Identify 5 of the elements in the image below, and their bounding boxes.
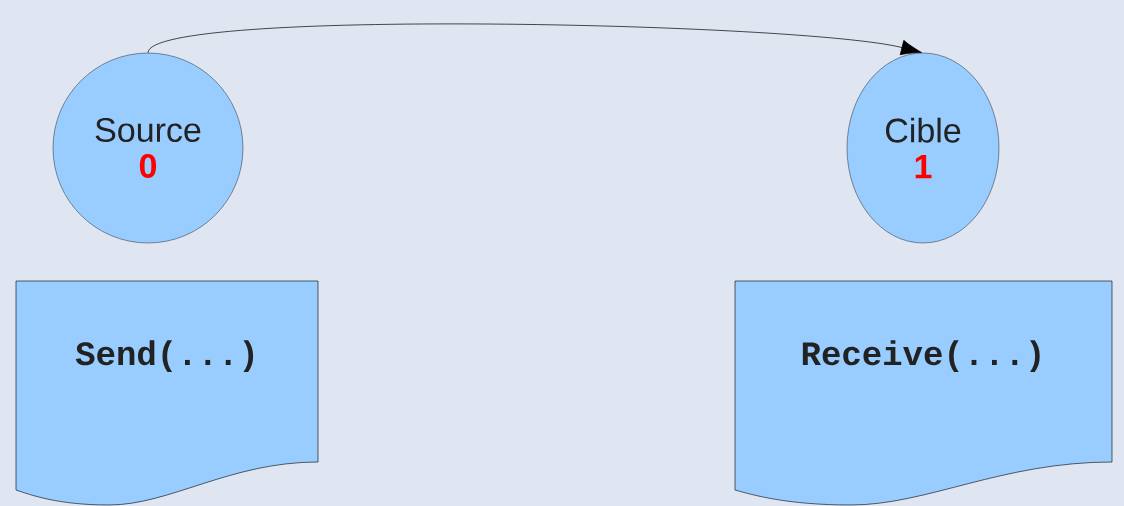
arrow (147, 23, 922, 56)
document-node: Receive(...) (734, 280, 1113, 506)
document-node: Send(...) (15, 280, 319, 506)
circle-node: Source 0 (52, 52, 244, 244)
circle-node: Cible 1 (846, 52, 1000, 244)
